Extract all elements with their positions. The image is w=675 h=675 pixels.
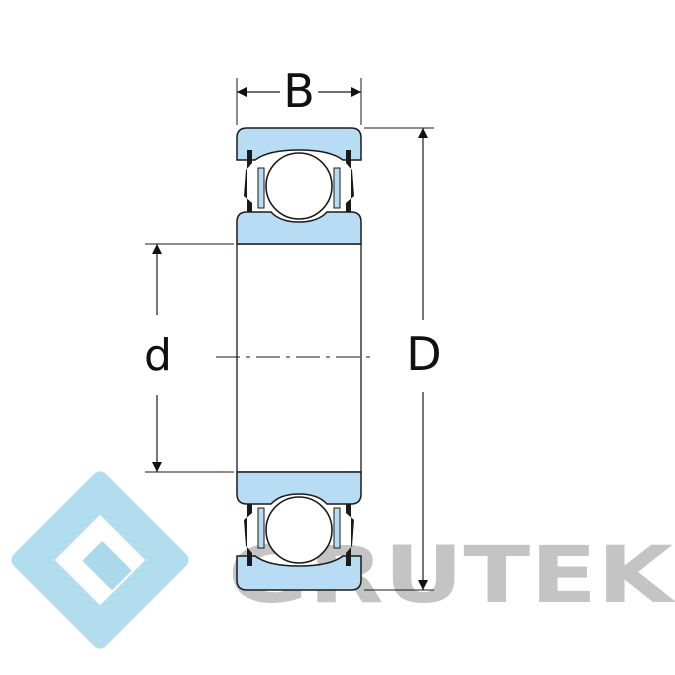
- bore-region: [236, 243, 362, 473]
- top-cross-section: [236, 127, 362, 245]
- dimension-d-label: d: [144, 330, 172, 381]
- outer-ring-top: [236, 127, 362, 161]
- brand-logo-icon: [11, 471, 189, 649]
- dimension-b-label: B: [283, 64, 315, 118]
- ball-bottom: [265, 496, 333, 564]
- seal-left-bottom: [244, 504, 252, 566]
- dimension-b: [236, 78, 362, 125]
- seal-right-bottom: [346, 504, 354, 566]
- inner-ring-top: [236, 211, 362, 245]
- dimension-d-bore: [145, 243, 234, 473]
- seal-left-top: [244, 150, 252, 212]
- seal-right-top: [346, 150, 354, 212]
- dimension-outer-d-label: D: [406, 327, 441, 381]
- ball-top: [265, 152, 333, 220]
- dimension-outer-d: [364, 127, 434, 591]
- bottom-cross-section: [236, 471, 362, 591]
- outer-ring-bottom: [236, 555, 362, 591]
- inner-ring-bottom: [236, 471, 362, 505]
